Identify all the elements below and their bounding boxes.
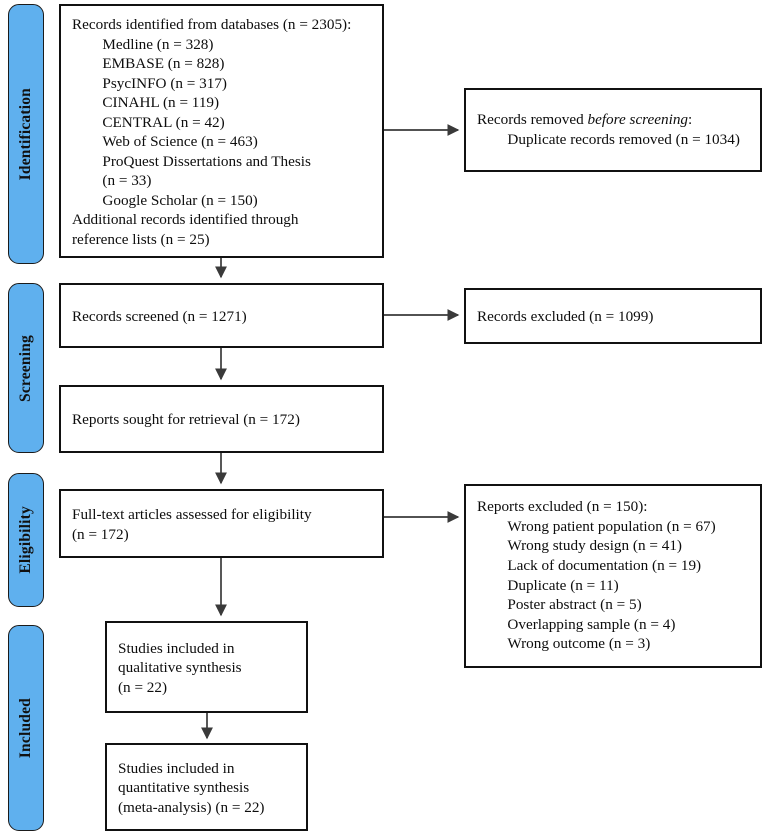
stage-label-screening: Screening bbox=[17, 334, 35, 402]
qualitative-synthesis-box: Studies included in qualitative synthesi… bbox=[105, 621, 308, 713]
reason-duplicate: Duplicate (n = 11) bbox=[507, 576, 619, 594]
source-google-scholar: Google Scholar (n = 150) bbox=[102, 191, 258, 209]
stage-pill-screening: Screening bbox=[8, 283, 44, 453]
stage-pill-included: Included bbox=[8, 625, 44, 831]
reason-overlapping-sample: Overlapping sample (n = 4) bbox=[507, 615, 676, 633]
records-identified-box: Records identified from databases (n = 2… bbox=[59, 4, 384, 258]
source-central: CENTRAL (n = 42) bbox=[102, 113, 225, 131]
stage-label-eligibility: Eligibility bbox=[17, 506, 35, 574]
reports-excluded-headline: Reports excluded (n = 150): bbox=[477, 498, 648, 516]
reason-wrong-patient-population: Wrong patient population (n = 67) bbox=[507, 517, 716, 535]
records-screened-text: Records screened (n = 1271) bbox=[72, 307, 247, 325]
records-removed-head-emphasis: before screening bbox=[587, 111, 689, 129]
records-removed-head-text: Records removed bbox=[477, 111, 588, 129]
quantitative-line-3: (meta-analysis) (n = 22) bbox=[118, 798, 265, 816]
source-embase: EMBASE (n = 828) bbox=[102, 55, 225, 73]
reason-wrong-outcome: Wrong outcome (n = 3) bbox=[507, 635, 651, 653]
reason-lack-of-documentation: Lack of documentation (n = 19) bbox=[507, 556, 702, 574]
quantitative-line-1: Studies included in bbox=[118, 759, 235, 777]
source-psycinfo: PsycINFO (n = 317) bbox=[102, 74, 227, 92]
full-text-assessed-line-2: (n = 172) bbox=[72, 525, 129, 543]
stage-pill-eligibility: Eligibility bbox=[8, 473, 44, 607]
stage-label-identification: Identification bbox=[17, 87, 35, 181]
quantitative-line-2: quantitative synthesis bbox=[118, 779, 250, 797]
source-proquest: ProQuest Dissertations and Thesis bbox=[102, 152, 311, 170]
full-text-assessed-line-1: Full-text articles assessed for eligibil… bbox=[72, 505, 312, 523]
records-excluded-text: Records excluded (n = 1099) bbox=[477, 308, 654, 326]
records-removed-headline: Records removed before screening: bbox=[477, 110, 751, 130]
additional-records-line-2: reference lists (n = 25) bbox=[72, 230, 210, 248]
records-identified-headline: Records identified from databases (n = 2… bbox=[72, 16, 352, 33]
records-screened-box: Records screened (n = 1271) bbox=[59, 283, 384, 348]
qualitative-line-3: (n = 22) bbox=[118, 678, 168, 696]
qualitative-line-2: qualitative synthesis bbox=[118, 659, 242, 677]
reports-excluded-box: Reports excluded (n = 150): Wrong patien… bbox=[464, 484, 762, 668]
source-web-of-science: Web of Science (n = 463) bbox=[102, 133, 258, 151]
reports-sought-text: Reports sought for retrieval (n = 172) bbox=[72, 411, 300, 429]
records-removed-box: Records removed before screening: Duplic… bbox=[464, 88, 762, 172]
quantitative-synthesis-box: Studies included in quantitative synthes… bbox=[105, 743, 308, 831]
stage-label-included: Included bbox=[17, 697, 35, 759]
source-medline: Medline (n = 328) bbox=[102, 35, 214, 53]
duplicate-records-removed: Duplicate records removed (n = 1034) bbox=[507, 131, 740, 148]
reports-sought-box: Reports sought for retrieval (n = 172) bbox=[59, 385, 384, 453]
records-excluded-box: Records excluded (n = 1099) bbox=[464, 288, 762, 344]
source-proquest-count: (n = 33) bbox=[102, 172, 152, 190]
additional-records-line-1: Additional records identified through bbox=[72, 211, 299, 229]
reason-wrong-study-design: Wrong study design (n = 41) bbox=[507, 537, 682, 555]
source-cinahl: CINAHL (n = 119) bbox=[102, 94, 220, 112]
stage-pill-identification: Identification bbox=[8, 4, 44, 264]
reason-poster-abstract: Poster abstract (n = 5) bbox=[507, 596, 642, 614]
records-removed-head-colon: : bbox=[688, 111, 693, 129]
full-text-assessed-box: Full-text articles assessed for eligibil… bbox=[59, 489, 384, 558]
qualitative-line-1: Studies included in bbox=[118, 639, 235, 657]
